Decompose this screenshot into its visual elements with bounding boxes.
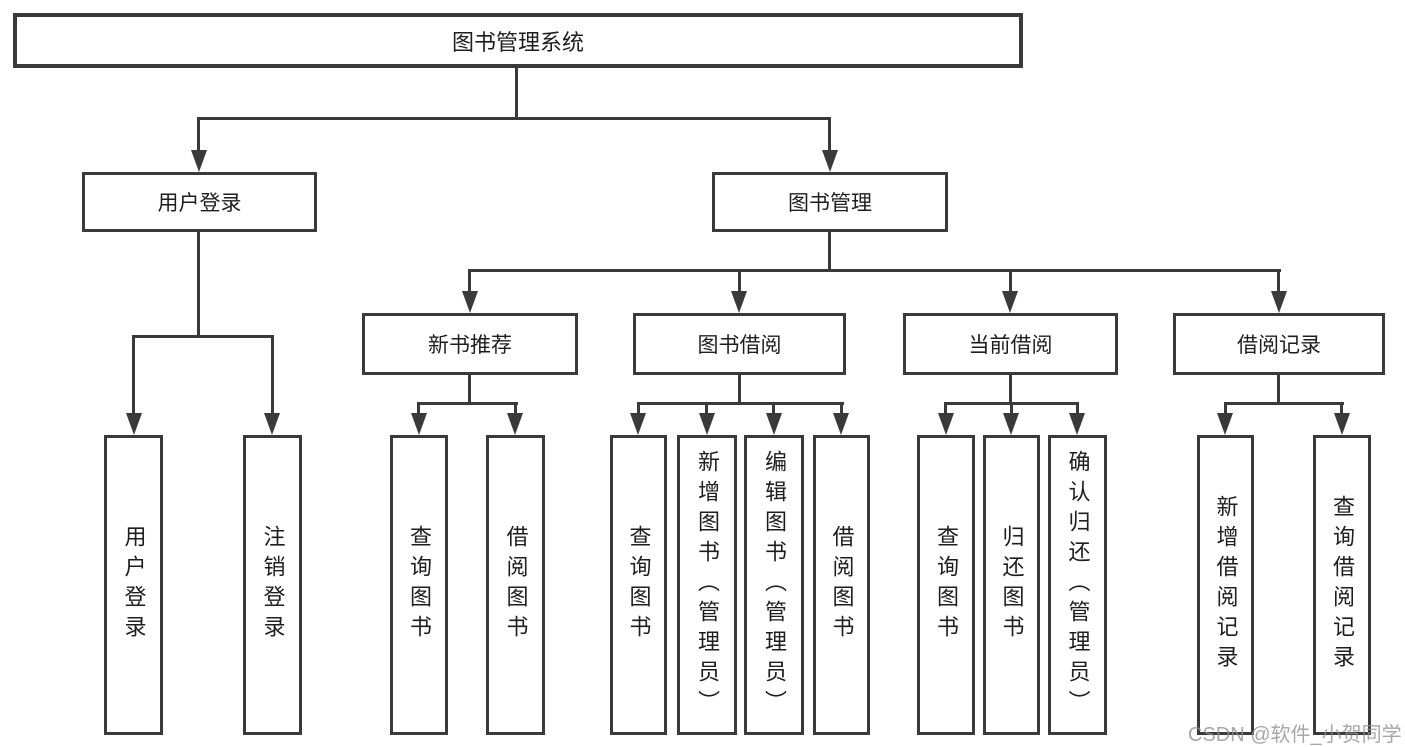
node-user-login: 用户登录 <box>82 172 317 232</box>
leaf-logout: 注销登录 <box>243 435 302 735</box>
watermark: CSDN @软件_小贺同学 <box>1188 724 1402 746</box>
arrow-down-icon <box>822 150 838 172</box>
leaf-label: 用户登录 <box>121 525 147 645</box>
arrow-down-icon <box>191 150 207 172</box>
leaf-label: 确认归还（管理员） <box>1065 450 1091 720</box>
connector-line <box>417 402 518 405</box>
node-book-management: 图书管理 <box>712 172 948 232</box>
leaf-label: 新增图书（管理员） <box>695 450 720 720</box>
connector-line <box>132 335 135 413</box>
leaf-current-confirm-return-admin: 确认归还（管理员） <box>1048 435 1107 735</box>
arrow-down-icon <box>1271 291 1287 313</box>
arrow-down-icon <box>411 413 427 435</box>
connector-line <box>197 117 831 120</box>
arrow-down-icon <box>1003 413 1019 435</box>
arrow-down-icon <box>1217 413 1233 435</box>
leaf-newbook-query-books: 查询图书 <box>390 435 448 735</box>
arrow-down-icon <box>126 413 142 435</box>
node-library-system: 图书管理系统 <box>13 13 1023 68</box>
arrow-down-icon <box>264 413 280 435</box>
arrow-down-icon <box>1334 413 1350 435</box>
leaf-borrowing-query-books: 查询图书 <box>610 435 667 735</box>
connector-line <box>637 402 640 415</box>
connector-line <box>271 335 274 413</box>
node-label: 图书管理系统 <box>451 29 584 55</box>
leaf-user-login: 用户登录 <box>104 435 163 735</box>
arrow-down-icon <box>1002 291 1018 313</box>
connector-line <box>468 269 1281 272</box>
connector-line <box>132 335 274 338</box>
arrow-down-icon <box>833 413 849 435</box>
leaf-label: 查询图书 <box>934 525 959 645</box>
leaf-current-return-books: 归还图书 <box>983 435 1040 735</box>
leaf-label: 归还图书 <box>999 525 1025 645</box>
connector-line <box>417 402 420 415</box>
arrow-down-icon <box>1069 413 1085 435</box>
connector-line <box>738 269 741 293</box>
connector-line <box>828 231 831 272</box>
connector-line <box>828 117 831 151</box>
node-label: 新书推荐 <box>428 334 512 357</box>
connector-line <box>197 231 200 338</box>
leaf-records-query-record: 查询借阅记录 <box>1313 435 1371 735</box>
node-borrowing-records: 借阅记录 <box>1173 313 1385 375</box>
arrow-down-icon <box>462 291 478 313</box>
node-label: 图书借阅 <box>697 334 782 357</box>
node-new-book-recommend: 新书推荐 <box>362 313 578 375</box>
connector-line <box>1076 402 1079 415</box>
node-label: 借阅记录 <box>1237 334 1321 357</box>
arrow-down-icon <box>507 413 523 435</box>
node-book-borrowing: 图书借阅 <box>633 313 846 375</box>
leaf-records-add-record: 新增借阅记录 <box>1197 435 1254 735</box>
connector-line <box>738 374 741 405</box>
arrow-down-icon <box>938 413 954 435</box>
leaf-label: 编辑图书（管理员） <box>762 450 787 720</box>
connector-line <box>1340 402 1343 415</box>
connector-line <box>468 269 471 293</box>
leaf-current-query-books: 查询图书 <box>917 435 975 735</box>
connector-line <box>1224 402 1344 405</box>
leaf-borrowing-add-books-admin: 新增图书（管理员） <box>677 435 737 735</box>
leaf-label: 借阅图书 <box>829 525 855 645</box>
arrow-down-icon <box>630 413 646 435</box>
connector-line <box>1009 374 1012 405</box>
connector-line <box>1277 269 1280 293</box>
leaf-borrowing-borrow-books: 借阅图书 <box>813 435 870 735</box>
leaf-label: 查询图书 <box>626 525 652 645</box>
arrow-down-icon <box>766 413 782 435</box>
connector-line <box>1224 402 1227 415</box>
connector-line <box>840 402 843 415</box>
leaf-label: 新增借阅记录 <box>1213 495 1239 675</box>
connector-line <box>637 402 844 405</box>
connector-line <box>468 374 471 405</box>
connector-line <box>197 117 200 151</box>
leaf-label: 查询借阅记录 <box>1330 495 1355 675</box>
node-label: 当前借阅 <box>968 334 1053 357</box>
node-current-borrowing: 当前借阅 <box>903 313 1118 375</box>
leaf-label: 查询图书 <box>407 525 432 645</box>
node-label: 图书管理 <box>788 192 872 215</box>
leaf-newbook-borrow-books: 借阅图书 <box>486 435 545 735</box>
arrow-down-icon <box>699 413 715 435</box>
connector-line <box>1010 402 1013 415</box>
arrow-down-icon <box>731 291 747 313</box>
connector-line <box>514 402 517 415</box>
connector-line <box>705 402 708 415</box>
connector-line <box>515 67 518 118</box>
connector-line <box>772 402 775 415</box>
connector-line <box>1277 374 1280 405</box>
leaf-label: 注销登录 <box>260 525 286 645</box>
leaf-label: 借阅图书 <box>503 525 529 645</box>
connector-line <box>944 402 947 415</box>
leaf-borrowing-edit-books-admin: 编辑图书（管理员） <box>744 435 804 735</box>
node-label: 用户登录 <box>157 192 242 215</box>
connector-line <box>1009 269 1012 293</box>
